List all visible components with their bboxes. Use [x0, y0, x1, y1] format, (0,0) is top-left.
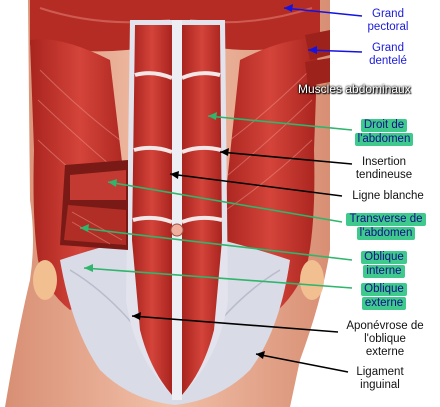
- label-line: interne: [363, 265, 405, 278]
- label-oblique-interne: Oblique interne: [352, 250, 416, 278]
- label-line: Aponévrose de: [346, 320, 424, 332]
- label-line: Oblique: [361, 251, 407, 264]
- label-line: l'oblique: [364, 333, 406, 345]
- pointer-transverse-abdomen: [107, 181, 343, 223]
- label-line: l'abdomen: [354, 133, 414, 146]
- serratus-muscle: [305, 30, 330, 86]
- label-line: tendineuse: [355, 169, 413, 181]
- label-line: Insertion: [361, 156, 407, 168]
- pointer-ligne-blanche: [169, 173, 343, 197]
- tendinous-intersections: [132, 71, 223, 224]
- pointer-aponevrose: [131, 315, 339, 333]
- pointer-droit-abdomen: [207, 115, 353, 131]
- label-line: Grand: [372, 8, 404, 20]
- label-line: Ligne blanche: [352, 190, 424, 202]
- pointer-oblique-interne: [79, 227, 353, 261]
- label-line: Droit de: [360, 119, 408, 132]
- rectus-abdominis-left: [132, 25, 172, 395]
- label-line: Transverse de: [346, 213, 426, 226]
- pointer-grand-pectoral: [283, 7, 363, 17]
- hip-left: [33, 260, 57, 300]
- label-line: Oblique: [361, 283, 407, 296]
- label-ligament-inguinal: Ligament inguinal: [348, 366, 412, 392]
- label-line: Ligament: [356, 366, 404, 378]
- label-grand-dentele: Grand dentelé: [362, 42, 414, 68]
- label-line: pectoral: [367, 21, 409, 33]
- label-droit-abdomen: Droit de l'abdomen: [352, 118, 416, 146]
- pointer-insertion-tendineuse: [219, 151, 353, 165]
- pointer-oblique-externe: [83, 267, 353, 289]
- label-ligne-blanche: Ligne blanche: [346, 190, 430, 203]
- external-oblique-right: [222, 39, 318, 311]
- label-insertion-tendineuse: Insertion tendineuse: [352, 156, 416, 182]
- transversus-abdominis: [70, 170, 126, 200]
- pointer-lines: [79, 4, 363, 373]
- linea-alba: [172, 20, 182, 400]
- diagram-title: Muscles abdominaux: [298, 82, 411, 96]
- label-line: l'abdomen: [356, 227, 416, 240]
- label-transverse-abdomen: Transverse de l'abdomen: [342, 212, 430, 240]
- label-line: externe: [361, 297, 407, 310]
- umbilicus: [170, 223, 184, 237]
- label-oblique-externe: Oblique externe: [352, 282, 416, 310]
- pointer-ligament-inguinal: [255, 353, 349, 373]
- label-line: inguinal: [360, 379, 400, 391]
- label-line: dentelé: [369, 55, 407, 67]
- hip-right: [300, 260, 324, 300]
- label-aponevrose: Aponévrose de l'oblique externe: [340, 320, 430, 359]
- label-grand-pectoral: Grand pectoral: [362, 8, 414, 34]
- label-line: Grand: [372, 42, 404, 54]
- label-line: externe: [365, 346, 405, 358]
